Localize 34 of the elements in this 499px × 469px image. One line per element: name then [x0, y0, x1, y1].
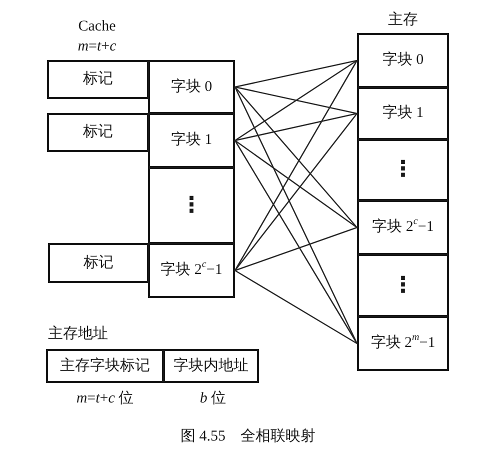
memory-block-cell: 字块 0 [357, 33, 449, 88]
ellipsis-cell: ⋮ [357, 139, 449, 201]
cache-block-cell: 字块 1 [148, 113, 235, 168]
cache-block-cell: 字块 2$^{c}$−1 [148, 243, 235, 298]
figure-caption: 图 4.55 全相联映射 [180, 430, 316, 444]
mapping-line [234, 60, 358, 271]
cache-block-cell: 字块 0 [148, 60, 235, 114]
address-field: 字块内地址 [163, 349, 259, 383]
mapping-line [234, 140, 358, 228]
mapping-line [234, 60, 358, 142]
mapping-line [234, 60, 358, 88]
mapping-line [234, 113, 358, 271]
bit-width-label: m=t+c 位 [76, 392, 134, 406]
memory-block-cell: 字块 1 [357, 87, 449, 140]
bit-width-label: b 位 [200, 392, 226, 406]
mapping-line [234, 112, 358, 142]
column-heading: 主存 [388, 10, 418, 30]
tag-box: 标记 [47, 113, 149, 152]
tag-box: 标记 [48, 243, 149, 283]
address-heading: 主存地址 [48, 324, 108, 344]
mapping-line [234, 226, 358, 272]
formula-label: m=t+c [78, 40, 116, 54]
mapping-line [234, 86, 358, 114]
cache-heading: Cache [78, 20, 116, 34]
mapping-line [234, 86, 358, 344]
memory-block-cell: 字块 2$^{m}$−1 [357, 316, 449, 371]
tag-box: 标记 [47, 60, 149, 99]
mapping-line [234, 270, 358, 344]
address-field: 主存字块标记 [46, 349, 164, 383]
ellipsis-cell: ⋮ [357, 254, 449, 317]
mapping-line [234, 140, 358, 344]
mapping-line [234, 86, 358, 228]
ellipsis-cell: ⋮ [148, 167, 235, 244]
memory-block-cell: 字块 2$^{c}$−1 [357, 200, 449, 255]
